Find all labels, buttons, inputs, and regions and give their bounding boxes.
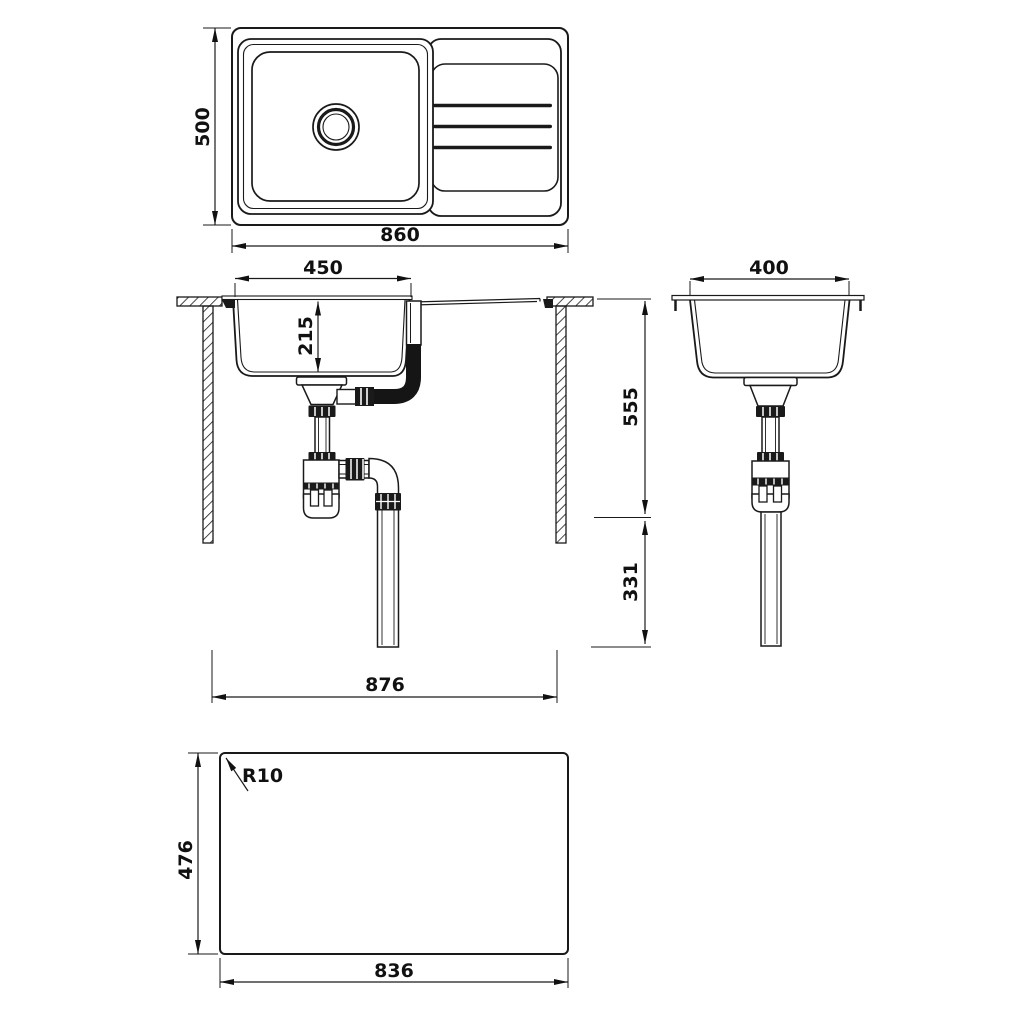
- front-section-view: 450 215 555 331 876: [176, 257, 651, 703]
- dim-label-cutout-height: 476: [175, 840, 197, 880]
- tailpipe: [314, 416, 331, 454]
- overflow-hose: [374, 344, 421, 404]
- inline-trap-thread: [752, 477, 789, 486]
- bowl-base: [251, 51, 420, 202]
- bowl-side-outer: [689, 299, 851, 379]
- dim-label-bowl-width: 450: [303, 257, 343, 279]
- trap-prong: [323, 489, 333, 507]
- drain-circle-inner: [322, 113, 350, 141]
- corner-radius-leader: [225, 757, 249, 792]
- dim-overall-width: [211, 650, 558, 703]
- bowl-side-inner: [693, 299, 846, 374]
- corner-radius-label: R10: [242, 765, 283, 787]
- trap-prong: [309, 489, 320, 507]
- waste-pipe-nut: [375, 493, 401, 511]
- cutout-outline: [219, 752, 569, 955]
- coupling-nut-side-lower: [757, 452, 784, 462]
- dim-bowl-width: [234, 275, 412, 297]
- trap-prong: [758, 485, 768, 503]
- dim-label-top-width: 860: [380, 224, 420, 246]
- coupling-nut-side-upper: [756, 406, 785, 417]
- dim-label-side-width: 400: [749, 257, 789, 279]
- dim-label-cutout-width: 836: [374, 960, 414, 982]
- drain-flange: [295, 376, 348, 386]
- bottle-trap-body: [302, 459, 340, 499]
- drainboard-groove: [433, 145, 552, 150]
- drain-circle-outer: [312, 103, 360, 151]
- dim-cutout-height: [188, 752, 218, 955]
- drainboard-profile: [412, 297, 541, 306]
- bowl-section-outer: [232, 299, 411, 377]
- branch-nut: [345, 458, 365, 481]
- sink-rim-side: [671, 294, 865, 301]
- cutout-view: 476 836 R10: [175, 752, 569, 988]
- drain-flange-side: [743, 376, 798, 387]
- drain-circle-ring: [316, 107, 356, 147]
- cabinet-wall-right: [555, 305, 567, 544]
- dim-top-width: [231, 229, 569, 253]
- dim-label-top-height: 500: [192, 107, 214, 147]
- bowl-edge: [242, 43, 429, 210]
- overflow-tube: [405, 300, 422, 346]
- waste-pipe: [376, 494, 400, 648]
- tailpipe-side: [761, 416, 780, 454]
- overflow-hose-nut: [355, 387, 374, 406]
- top-view: 500 860: [192, 27, 569, 253]
- dim-label-upper-clearance: 555: [620, 387, 642, 427]
- coupling-nut-upper: [308, 405, 336, 417]
- bottle-trap-thread: [303, 482, 339, 490]
- sink-rim-profile: [221, 295, 413, 301]
- cabinet-wall-left: [202, 305, 214, 544]
- bottle-trap-cup: [302, 493, 340, 519]
- bowl-section-inner: [236, 299, 406, 373]
- dim-label-overall-width: 876: [365, 674, 405, 696]
- drainboard-groove: [433, 103, 552, 108]
- dim-upper-clearance: [594, 301, 651, 518]
- rim-clamp-right: [543, 299, 553, 308]
- countertop-left: [176, 296, 223, 307]
- dim-label-lower-clearance: 331: [620, 562, 642, 602]
- dim-lower-clearance: [591, 521, 651, 648]
- side-section-view: 400: [671, 257, 865, 647]
- rim-clamp-left: [222, 300, 235, 308]
- dim-cutout-width: [219, 958, 569, 988]
- dim-side-width: [689, 276, 850, 297]
- dim-top-height: [203, 27, 231, 226]
- drain-funnel-side: [748, 384, 793, 407]
- elbow: [368, 457, 400, 498]
- countertop-right: [546, 296, 594, 307]
- overflow-branch: [336, 388, 358, 405]
- waste-pipe-side: [760, 511, 782, 647]
- dim-label-bowl-depth: 215: [295, 316, 317, 356]
- inline-trap-cup: [751, 493, 790, 513]
- drain-funnel: [300, 384, 344, 406]
- trap-prong: [772, 485, 783, 503]
- drainboard-groove: [433, 124, 552, 129]
- bowl-rim: [237, 38, 434, 215]
